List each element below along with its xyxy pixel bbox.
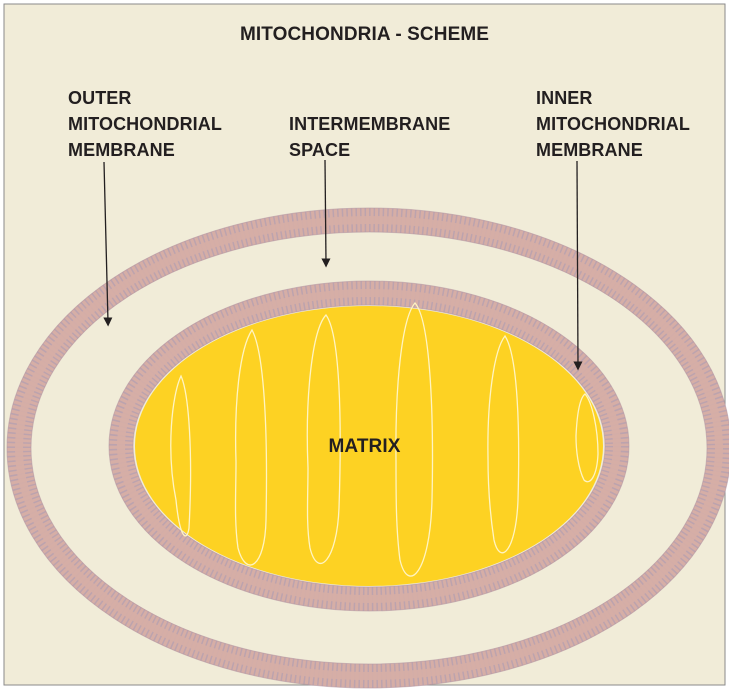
inner-membrane-label: INNER MITOCHONDRIAL MEMBRANE bbox=[536, 85, 690, 163]
outer-membrane-label-line: MEMBRANE bbox=[68, 137, 222, 163]
intermembrane-space-label-line: SPACE bbox=[289, 137, 450, 163]
intermembrane-space-label: INTERMEMBRANE SPACE bbox=[289, 111, 450, 163]
intermembrane-space-label-line: INTERMEMBRANE bbox=[289, 111, 450, 137]
inner-membrane-label-line: MEMBRANE bbox=[536, 137, 690, 163]
inner-membrane-label-line: MITOCHONDRIAL bbox=[536, 111, 690, 137]
outer-membrane-label: OUTER MITOCHONDRIAL MEMBRANE bbox=[68, 85, 222, 163]
matrix-label: MATRIX bbox=[0, 434, 729, 460]
diagram-title: MITOCHONDRIA - SCHEME bbox=[0, 22, 729, 48]
inner-membrane-label-line: INNER bbox=[536, 85, 690, 111]
outer-membrane-label-line: MITOCHONDRIAL bbox=[68, 111, 222, 137]
outer-membrane-label-line: OUTER bbox=[68, 85, 222, 111]
